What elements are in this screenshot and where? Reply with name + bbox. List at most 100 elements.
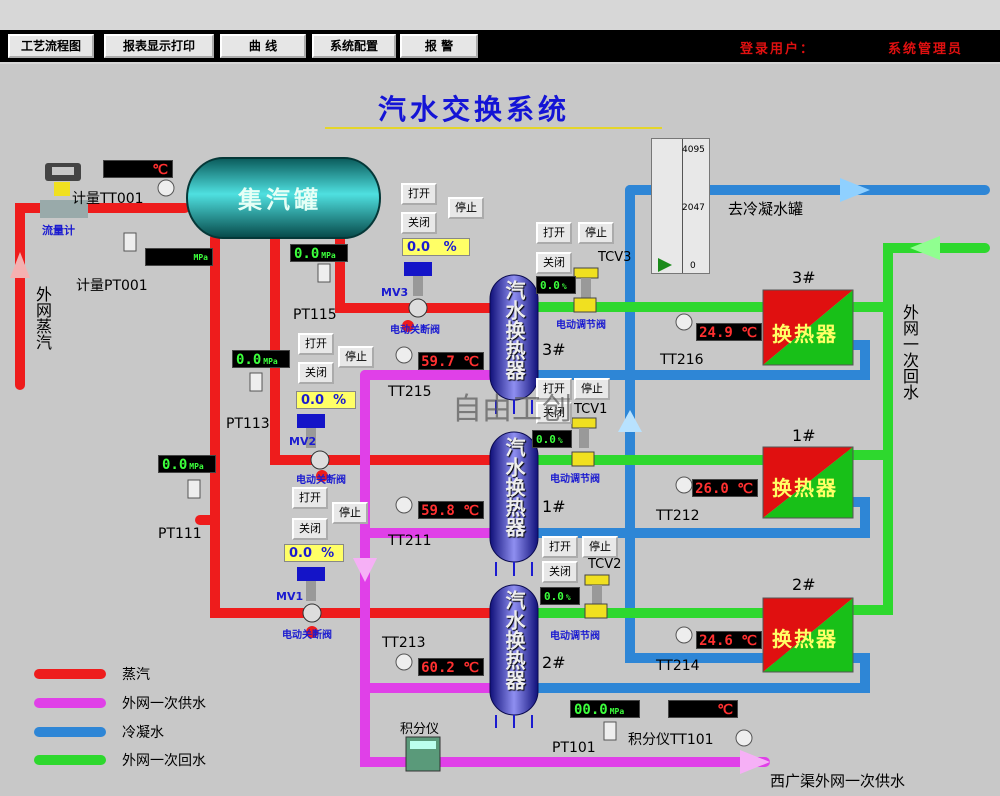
legend-return-label: 外网一次回水 xyxy=(122,753,206,769)
tt214-display: 24.6 ℃ xyxy=(696,631,762,649)
exchanger-1-label: 汽水换热器 xyxy=(502,437,526,537)
level-gauge: 4095 2047 0 xyxy=(651,138,710,274)
mv1-position: 0.0 % xyxy=(284,544,344,562)
tab-system-config[interactable]: 系统配置 xyxy=(312,34,396,58)
mv2-position: 0.0 % xyxy=(296,391,356,409)
valve-tcv1-icon xyxy=(571,417,597,467)
supply-out-arrow-icon xyxy=(740,750,770,774)
tcv1-open-button[interactable]: 打开 xyxy=(536,378,572,400)
mv2-open-button[interactable]: 打开 xyxy=(298,333,334,355)
tcv3-type-label: 电动调节阀 xyxy=(556,320,606,331)
legend-condensate-label: 冷凝水 xyxy=(122,725,164,741)
exchanger-2-num: 2# xyxy=(542,653,566,672)
mv1-close-button[interactable]: 关闭 xyxy=(292,518,328,540)
tcv1-stop-button[interactable]: 停止 xyxy=(574,378,610,400)
flowmeter-label: 流量计 xyxy=(42,224,75,237)
tcv2-position: 0.0% xyxy=(540,587,580,605)
title-underline xyxy=(325,127,662,129)
tt101-display: ℃ xyxy=(668,700,738,718)
valve-mv3-icon xyxy=(402,262,432,332)
tt212-display: 26.0 ℃ xyxy=(692,479,758,497)
mv3-open-button[interactable]: 打开 xyxy=(401,183,437,205)
legend-steam-label: 蒸汽 xyxy=(122,667,150,683)
heat-exchanger-3 xyxy=(762,289,854,366)
mv3-stop-button[interactable]: 停止 xyxy=(448,197,484,219)
pt001-label: 计量PT001 xyxy=(76,278,148,294)
mv3-position: 0.0 % xyxy=(402,238,470,256)
hx-3-num: 3# xyxy=(792,268,816,287)
heat-exchanger-2 xyxy=(762,597,854,673)
exchanger-3-label: 汽水换热器 xyxy=(502,280,526,380)
exchanger-3-num: 3# xyxy=(542,340,566,359)
integrator-icon xyxy=(405,736,441,772)
login-label: 登录用户： xyxy=(740,42,816,57)
tt213-display: 60.2 ℃ xyxy=(418,658,484,676)
tab-process-flow[interactable]: 工艺流程图 xyxy=(8,34,94,58)
hx-2-num: 2# xyxy=(792,575,816,594)
tt216-label: TT216 xyxy=(660,352,704,368)
mv2-type-label: 电动关断阀 xyxy=(296,475,346,486)
tcv2-open-button[interactable]: 打开 xyxy=(542,536,578,558)
exchanger-2-label: 汽水换热器 xyxy=(502,590,526,690)
mv1-open-button[interactable]: 打开 xyxy=(292,487,328,509)
heat-exchanger-1 xyxy=(762,446,854,519)
tcv3-open-button[interactable]: 打开 xyxy=(536,222,572,244)
tab-curve[interactable]: 曲 线 xyxy=(220,34,306,58)
tcv1-type-label: 电动调节阀 xyxy=(550,474,600,485)
mv3-close-button[interactable]: 关闭 xyxy=(401,212,437,234)
pt101-label: PT101 xyxy=(552,740,596,756)
gauge-mid: 2047 xyxy=(682,203,705,213)
steam-in-arrow-icon xyxy=(10,252,30,278)
exchanger-taps xyxy=(495,400,533,728)
valve-tcv2-icon xyxy=(584,574,610,619)
login-user: 系统管理员 xyxy=(888,42,964,57)
tt215-label: TT215 xyxy=(388,384,432,400)
tcv2-close-button[interactable]: 关闭 xyxy=(542,561,578,583)
gauge-min: 0 xyxy=(690,261,696,271)
tcv3-stop-button[interactable]: 停止 xyxy=(578,222,614,244)
hx-2-label: 换热器 xyxy=(772,627,838,651)
mv2-stop-button[interactable]: 停止 xyxy=(338,346,374,368)
tt001-display: ℃ xyxy=(103,160,173,178)
valve-mv1-icon xyxy=(297,567,325,638)
mv1-stop-button[interactable]: 停止 xyxy=(332,502,368,524)
mv2-close-button[interactable]: 关闭 xyxy=(298,362,334,384)
gauge-pointer-icon[interactable] xyxy=(658,258,672,272)
legend-supply-swatch xyxy=(34,698,106,708)
gauge-scale xyxy=(682,139,683,273)
tcv3-label: TCV3 xyxy=(598,250,632,265)
valve-mv2-icon xyxy=(297,414,330,482)
hx-3-label: 换热器 xyxy=(772,322,838,346)
tcv2-type-label: 电动调节阀 xyxy=(550,631,600,642)
mv3-type-label: 电动关断阀 xyxy=(390,325,440,336)
tcv1-position: 0.0% xyxy=(532,430,572,448)
tab-alarm[interactable]: 报 警 xyxy=(400,34,478,58)
pt115-label: PT115 xyxy=(293,307,337,323)
tcv2-stop-button[interactable]: 停止 xyxy=(582,536,618,558)
hx-1-label: 换热器 xyxy=(772,476,838,500)
tab-report-print[interactable]: 报表显示打印 xyxy=(104,34,214,58)
valve-tcv3-icon xyxy=(573,267,599,313)
tcv1-close-button[interactable]: 关闭 xyxy=(536,402,572,424)
tt212-label: TT212 xyxy=(656,508,700,524)
legend-condensate-swatch xyxy=(34,727,106,737)
integrator-label: 积分仪 xyxy=(400,722,440,737)
watermark-text: 自由工创 xyxy=(452,392,572,427)
sensor-icons xyxy=(123,179,753,747)
tcv2-label: TCV2 xyxy=(588,557,622,572)
tt211-label: TT211 xyxy=(388,533,432,549)
page-title: 汽水交换系统 xyxy=(378,93,571,126)
tcv3-close-button[interactable]: 关闭 xyxy=(536,252,572,274)
tt211-display: 59.8 ℃ xyxy=(418,501,484,519)
mv1-type-label: 电动关断阀 xyxy=(282,630,332,641)
hx-1-num: 1# xyxy=(792,426,816,445)
supply-out-label: 西广渠外网一次供水 xyxy=(770,772,906,790)
condensate-out-arrow-icon xyxy=(840,178,870,202)
tt215-display: 59.7 ℃ xyxy=(418,352,484,370)
mv2-label: MV2 xyxy=(289,435,317,448)
